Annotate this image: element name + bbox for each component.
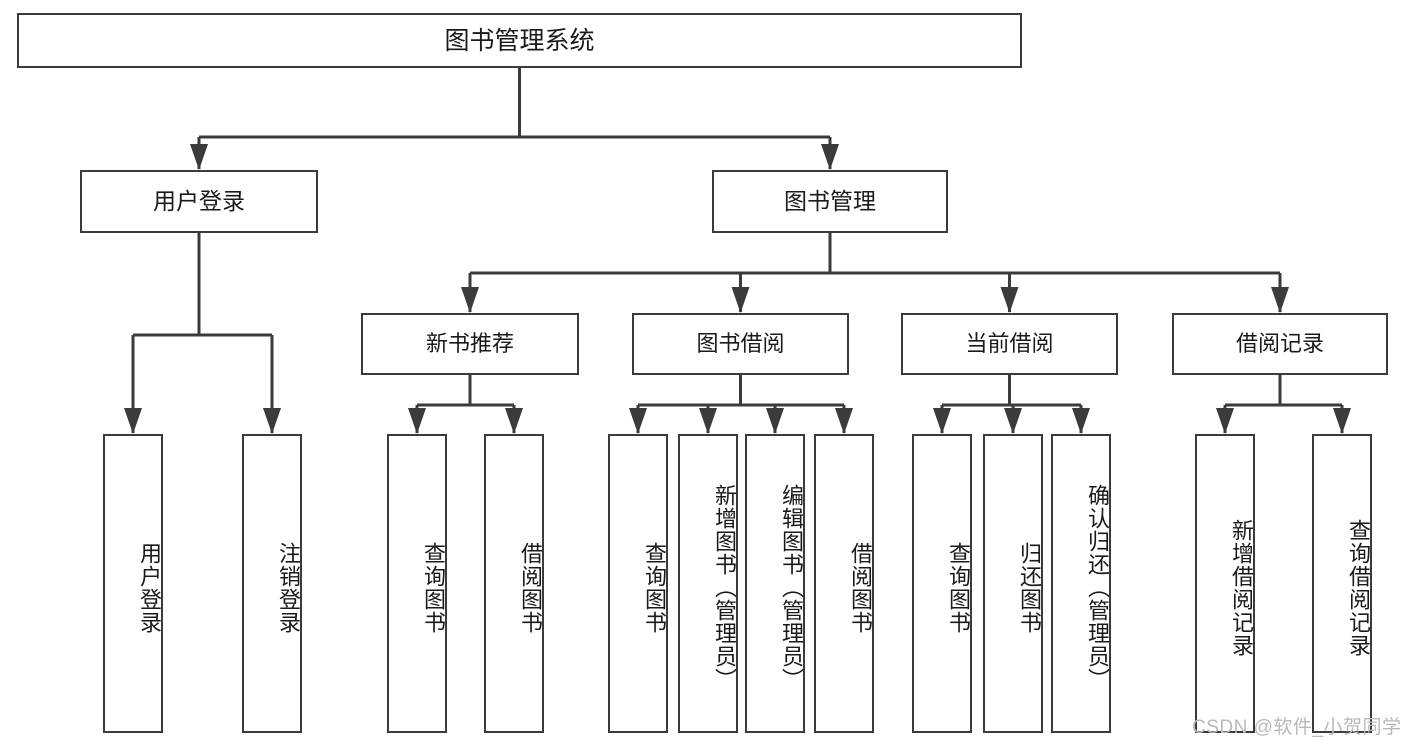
node-label: 查询图书: [421, 541, 446, 634]
arrow-head-icon: [1333, 408, 1351, 434]
node-label: 图书管理: [784, 187, 876, 214]
node-leaf-query-2[interactable]: 查询图书: [608, 434, 668, 733]
arrow-head-icon: [699, 408, 717, 434]
node-current-borrow[interactable]: 当前借阅: [901, 313, 1118, 375]
node-leaf-return[interactable]: 归还图书: [983, 434, 1043, 733]
arrow-head-icon: [1000, 287, 1019, 313]
node-label: 编辑图书（管理员）: [779, 484, 804, 691]
arrow-head-icon: [821, 144, 839, 170]
node-book-borrow[interactable]: 图书借阅: [632, 313, 849, 375]
node-book-manage[interactable]: 图书管理: [712, 170, 948, 233]
node-leaf-logout[interactable]: 注销登录: [242, 434, 302, 733]
node-label: 新书推荐: [425, 330, 514, 356]
arrow-head-icon: [505, 408, 523, 434]
node-label: 借阅记录: [1235, 330, 1324, 356]
node-label: 查询借阅记录: [1346, 518, 1371, 657]
arrow-head-icon: [190, 144, 208, 170]
arrow-head-icon: [1216, 408, 1234, 434]
node-leaf-query-rec[interactable]: 查询借阅记录: [1312, 434, 1372, 733]
arrow-head-icon: [461, 287, 479, 313]
node-leaf-user-login[interactable]: 用户登录: [103, 434, 163, 733]
node-label: 新增图书（管理员）: [712, 484, 737, 691]
arrow-head-icon: [124, 408, 142, 434]
arrow-head-icon: [835, 408, 853, 434]
node-label: 借阅图书: [518, 541, 543, 634]
node-label: 当前借阅: [965, 330, 1054, 356]
node-user-login[interactable]: 用户登录: [80, 170, 318, 233]
node-label: 图书借阅: [696, 330, 785, 356]
arrow-head-icon: [1004, 408, 1022, 434]
arrow-head-icon: [933, 408, 951, 434]
arrow-head-icon: [408, 408, 426, 434]
node-leaf-confirm[interactable]: 确认归还（管理员）: [1051, 434, 1111, 733]
node-label: 新增借阅记录: [1229, 518, 1254, 657]
node-label: 归还图书: [1017, 541, 1042, 634]
arrow-head-icon: [1271, 287, 1289, 313]
node-leaf-borrow-2[interactable]: 借阅图书: [814, 434, 874, 733]
node-borrow-record[interactable]: 借阅记录: [1172, 313, 1388, 375]
node-leaf-edit-book[interactable]: 编辑图书（管理员）: [745, 434, 805, 733]
node-leaf-add-rec[interactable]: 新增借阅记录: [1195, 434, 1255, 733]
node-leaf-query-1[interactable]: 查询图书: [387, 434, 447, 733]
node-label: 借阅图书: [848, 541, 873, 634]
arrow-head-icon: [629, 408, 647, 434]
node-leaf-borrow-1[interactable]: 借阅图书: [484, 434, 544, 733]
node-leaf-query-3[interactable]: 查询图书: [912, 434, 972, 733]
node-leaf-add-book[interactable]: 新增图书（管理员）: [678, 434, 738, 733]
arrow-head-icon: [766, 408, 784, 434]
node-label: 注销登录: [276, 541, 301, 634]
node-label: 查询图书: [642, 541, 667, 634]
node-label: 用户登录: [153, 187, 245, 214]
arrow-head-icon: [1072, 408, 1090, 434]
node-label: 用户登录: [137, 541, 162, 634]
arrow-head-icon: [263, 408, 281, 434]
node-new-book-rec[interactable]: 新书推荐: [361, 313, 579, 375]
arrow-head-icon: [731, 287, 750, 313]
node-label: 查询图书: [946, 541, 971, 634]
node-root[interactable]: 图书管理系统: [17, 13, 1022, 68]
node-label: 图书管理系统: [444, 26, 595, 55]
node-label: 确认归还（管理员）: [1085, 484, 1110, 691]
